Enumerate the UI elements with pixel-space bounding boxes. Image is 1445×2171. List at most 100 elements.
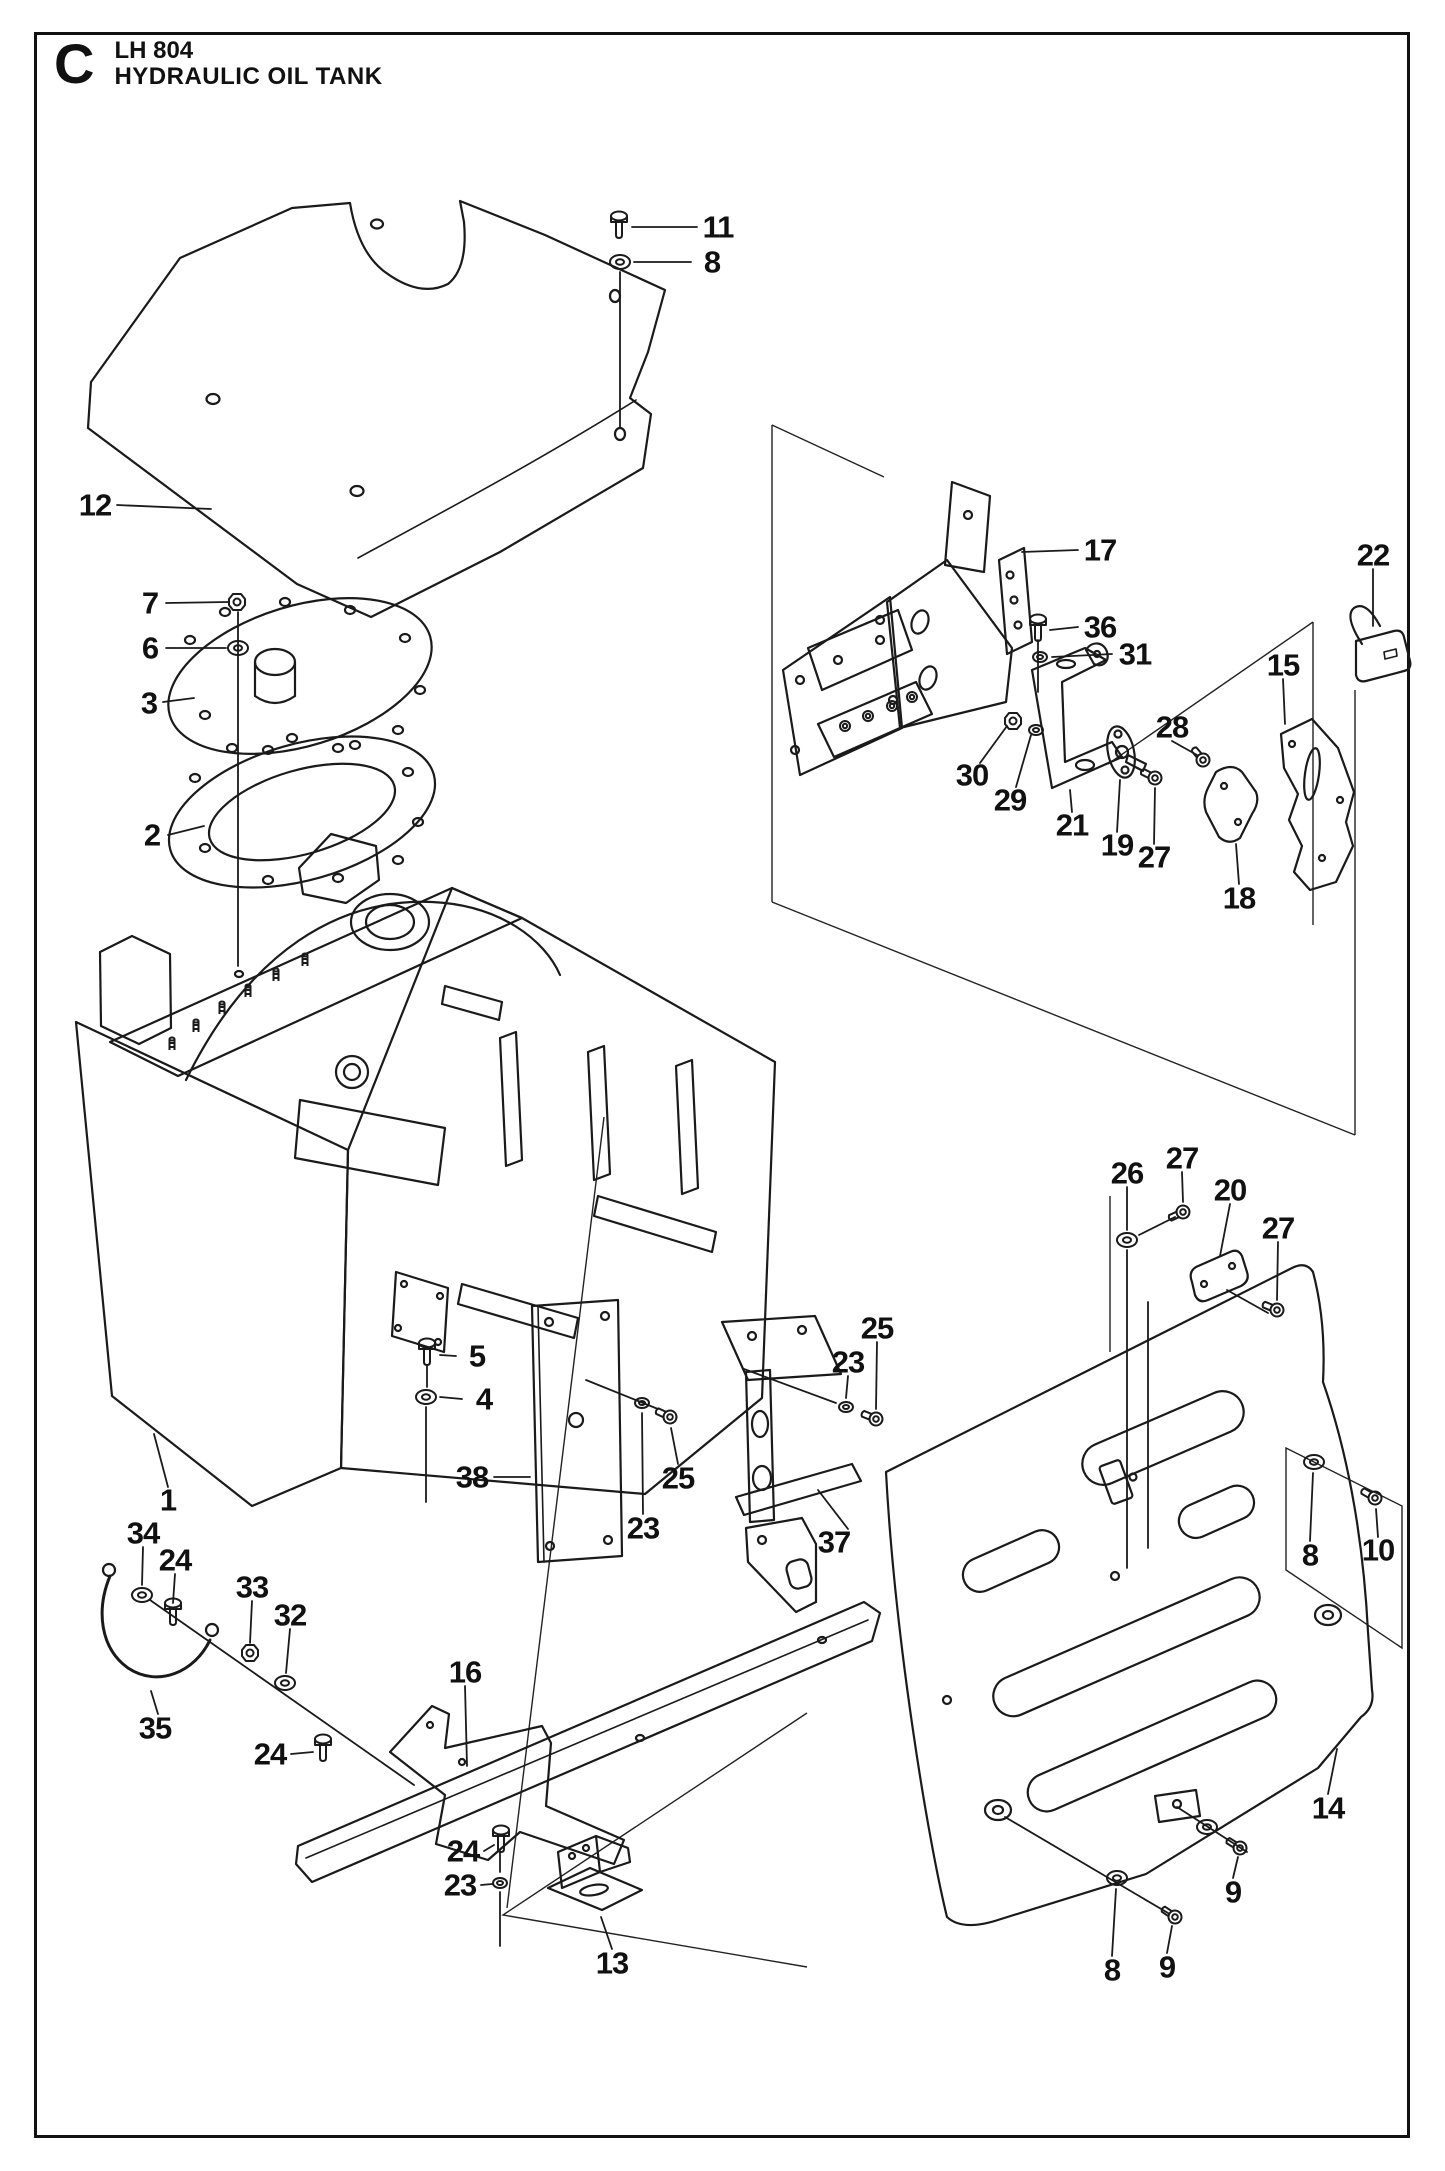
callout-14: 14 <box>1311 1790 1345 1826</box>
leader-line <box>1004 1816 1169 1914</box>
callout-11: 11 <box>702 209 735 245</box>
leader-line <box>600 1916 613 1950</box>
leader-line <box>167 825 205 836</box>
fastener-washer-icon <box>415 1389 437 1405</box>
leader-line <box>480 1883 493 1886</box>
fastener-washer-icon <box>227 640 249 656</box>
leader-line <box>1375 1508 1379 1538</box>
callout-23: 23 <box>831 1344 865 1380</box>
fastener-washer-icon <box>1106 1870 1128 1886</box>
callout-17: 17 <box>1083 532 1117 568</box>
fastener-stud-icon <box>272 967 280 981</box>
rail-end-plate <box>388 1704 626 1866</box>
leader-line <box>439 1396 463 1400</box>
callout-23: 23 <box>443 1867 477 1903</box>
leader-line <box>141 1546 144 1586</box>
fastener-screw-icon <box>654 1407 678 1425</box>
fastener-nut-icon <box>241 1644 259 1662</box>
callout-35: 35 <box>138 1710 172 1746</box>
leader-line <box>149 1599 415 1786</box>
leader-line <box>1049 626 1079 631</box>
fastener-smallwasher-icon <box>838 1401 854 1413</box>
callout-13: 13 <box>595 1945 629 1981</box>
fastener-hexsmall-icon <box>886 700 898 712</box>
page-header: C LH 804 HYDRAULIC OIL TANK <box>54 36 383 92</box>
callout-33: 33 <box>235 1569 269 1605</box>
part-16-rail <box>294 1600 882 1884</box>
callout-6: 6 <box>141 630 159 666</box>
fastener-stud-icon <box>218 1000 226 1014</box>
callout-3: 3 <box>140 685 158 721</box>
fastener-screw-icon <box>1225 1837 1248 1856</box>
part-19-cam-disc <box>1106 725 1148 779</box>
callout-16: 16 <box>448 1654 482 1690</box>
part-3-cover-plate <box>167 596 433 756</box>
callout-19: 19 <box>1100 827 1134 863</box>
leader-line <box>1111 1888 1117 1957</box>
callout-27: 27 <box>1261 1210 1295 1246</box>
model-code: LH 804 <box>114 37 194 64</box>
part-17-rear-panel <box>781 480 1034 777</box>
callout-25: 25 <box>860 1310 894 1346</box>
callout-26: 26 <box>1110 1155 1144 1191</box>
callout-10: 10 <box>1361 1532 1395 1568</box>
fastener-smallwasher-icon <box>492 1877 508 1889</box>
callout-5: 5 <box>468 1338 486 1374</box>
leader-line <box>585 1379 659 1410</box>
plane-lines <box>501 424 1403 1968</box>
fastener-stud-icon <box>192 1018 200 1032</box>
leader-line <box>845 1375 849 1399</box>
fastener-bolt-icon <box>492 1824 510 1853</box>
callout-24: 24 <box>158 1542 192 1578</box>
fastener-bolt-icon <box>314 1733 332 1762</box>
leader-line <box>150 1690 159 1715</box>
part-15-bracket <box>1279 717 1356 892</box>
callout-27: 27 <box>1137 839 1171 875</box>
callout-20: 20 <box>1213 1172 1247 1208</box>
fastener-bolt-icon <box>418 1337 436 1366</box>
callout-9: 9 <box>1158 1949 1176 1985</box>
fastener-washer-icon <box>1303 1454 1325 1470</box>
fastener-nut-icon <box>1004 712 1022 730</box>
fastener-stud-icon <box>244 983 252 997</box>
callout-29: 29 <box>993 782 1027 818</box>
leader-line <box>1015 734 1032 788</box>
fastener-bolt-icon <box>610 210 628 239</box>
fastener-screw-icon <box>1360 1487 1383 1506</box>
callout-31: 31 <box>1118 636 1152 672</box>
leader-line <box>1282 678 1286 725</box>
leader-line <box>1232 1856 1239 1879</box>
fastener-screw-icon <box>1167 1204 1191 1222</box>
leader-line <box>1327 1748 1338 1795</box>
part-21-bracket <box>1030 642 1124 790</box>
callout-18: 18 <box>1222 880 1256 916</box>
leader-line <box>1069 789 1073 813</box>
fastener-screw-icon <box>1190 746 1211 768</box>
fastener-screw-icon <box>1160 1905 1183 1925</box>
leader-line <box>1116 779 1121 833</box>
callout-21: 21 <box>1055 807 1089 843</box>
callout-32: 32 <box>273 1597 307 1633</box>
part-13-bracket <box>546 1834 644 1912</box>
callout-7: 7 <box>141 585 159 621</box>
fastener-washer-icon <box>1116 1232 1138 1248</box>
part-35-wire <box>100 1562 220 1679</box>
callout-15: 15 <box>1266 647 1300 683</box>
fastener-hexsmall-icon <box>839 720 851 732</box>
fastener-bolt-icon <box>1029 613 1047 642</box>
part-14-side-panel <box>884 1264 1374 1927</box>
leader-line <box>979 725 1008 764</box>
page-border <box>34 32 1410 2138</box>
part-38-plate <box>530 1298 624 1564</box>
leader-line <box>670 1427 679 1465</box>
leader-line <box>1226 1289 1269 1314</box>
leader-line <box>464 1685 468 1767</box>
fastener-smallwasher-icon <box>1028 724 1044 736</box>
leader-line <box>641 1412 644 1515</box>
part-37-bracket <box>720 1314 863 1614</box>
fastener-smallwasher-icon <box>1032 651 1048 663</box>
leader-line <box>1219 1203 1231 1257</box>
leader-line <box>439 1354 457 1357</box>
callout-8: 8 <box>1103 1952 1121 1988</box>
